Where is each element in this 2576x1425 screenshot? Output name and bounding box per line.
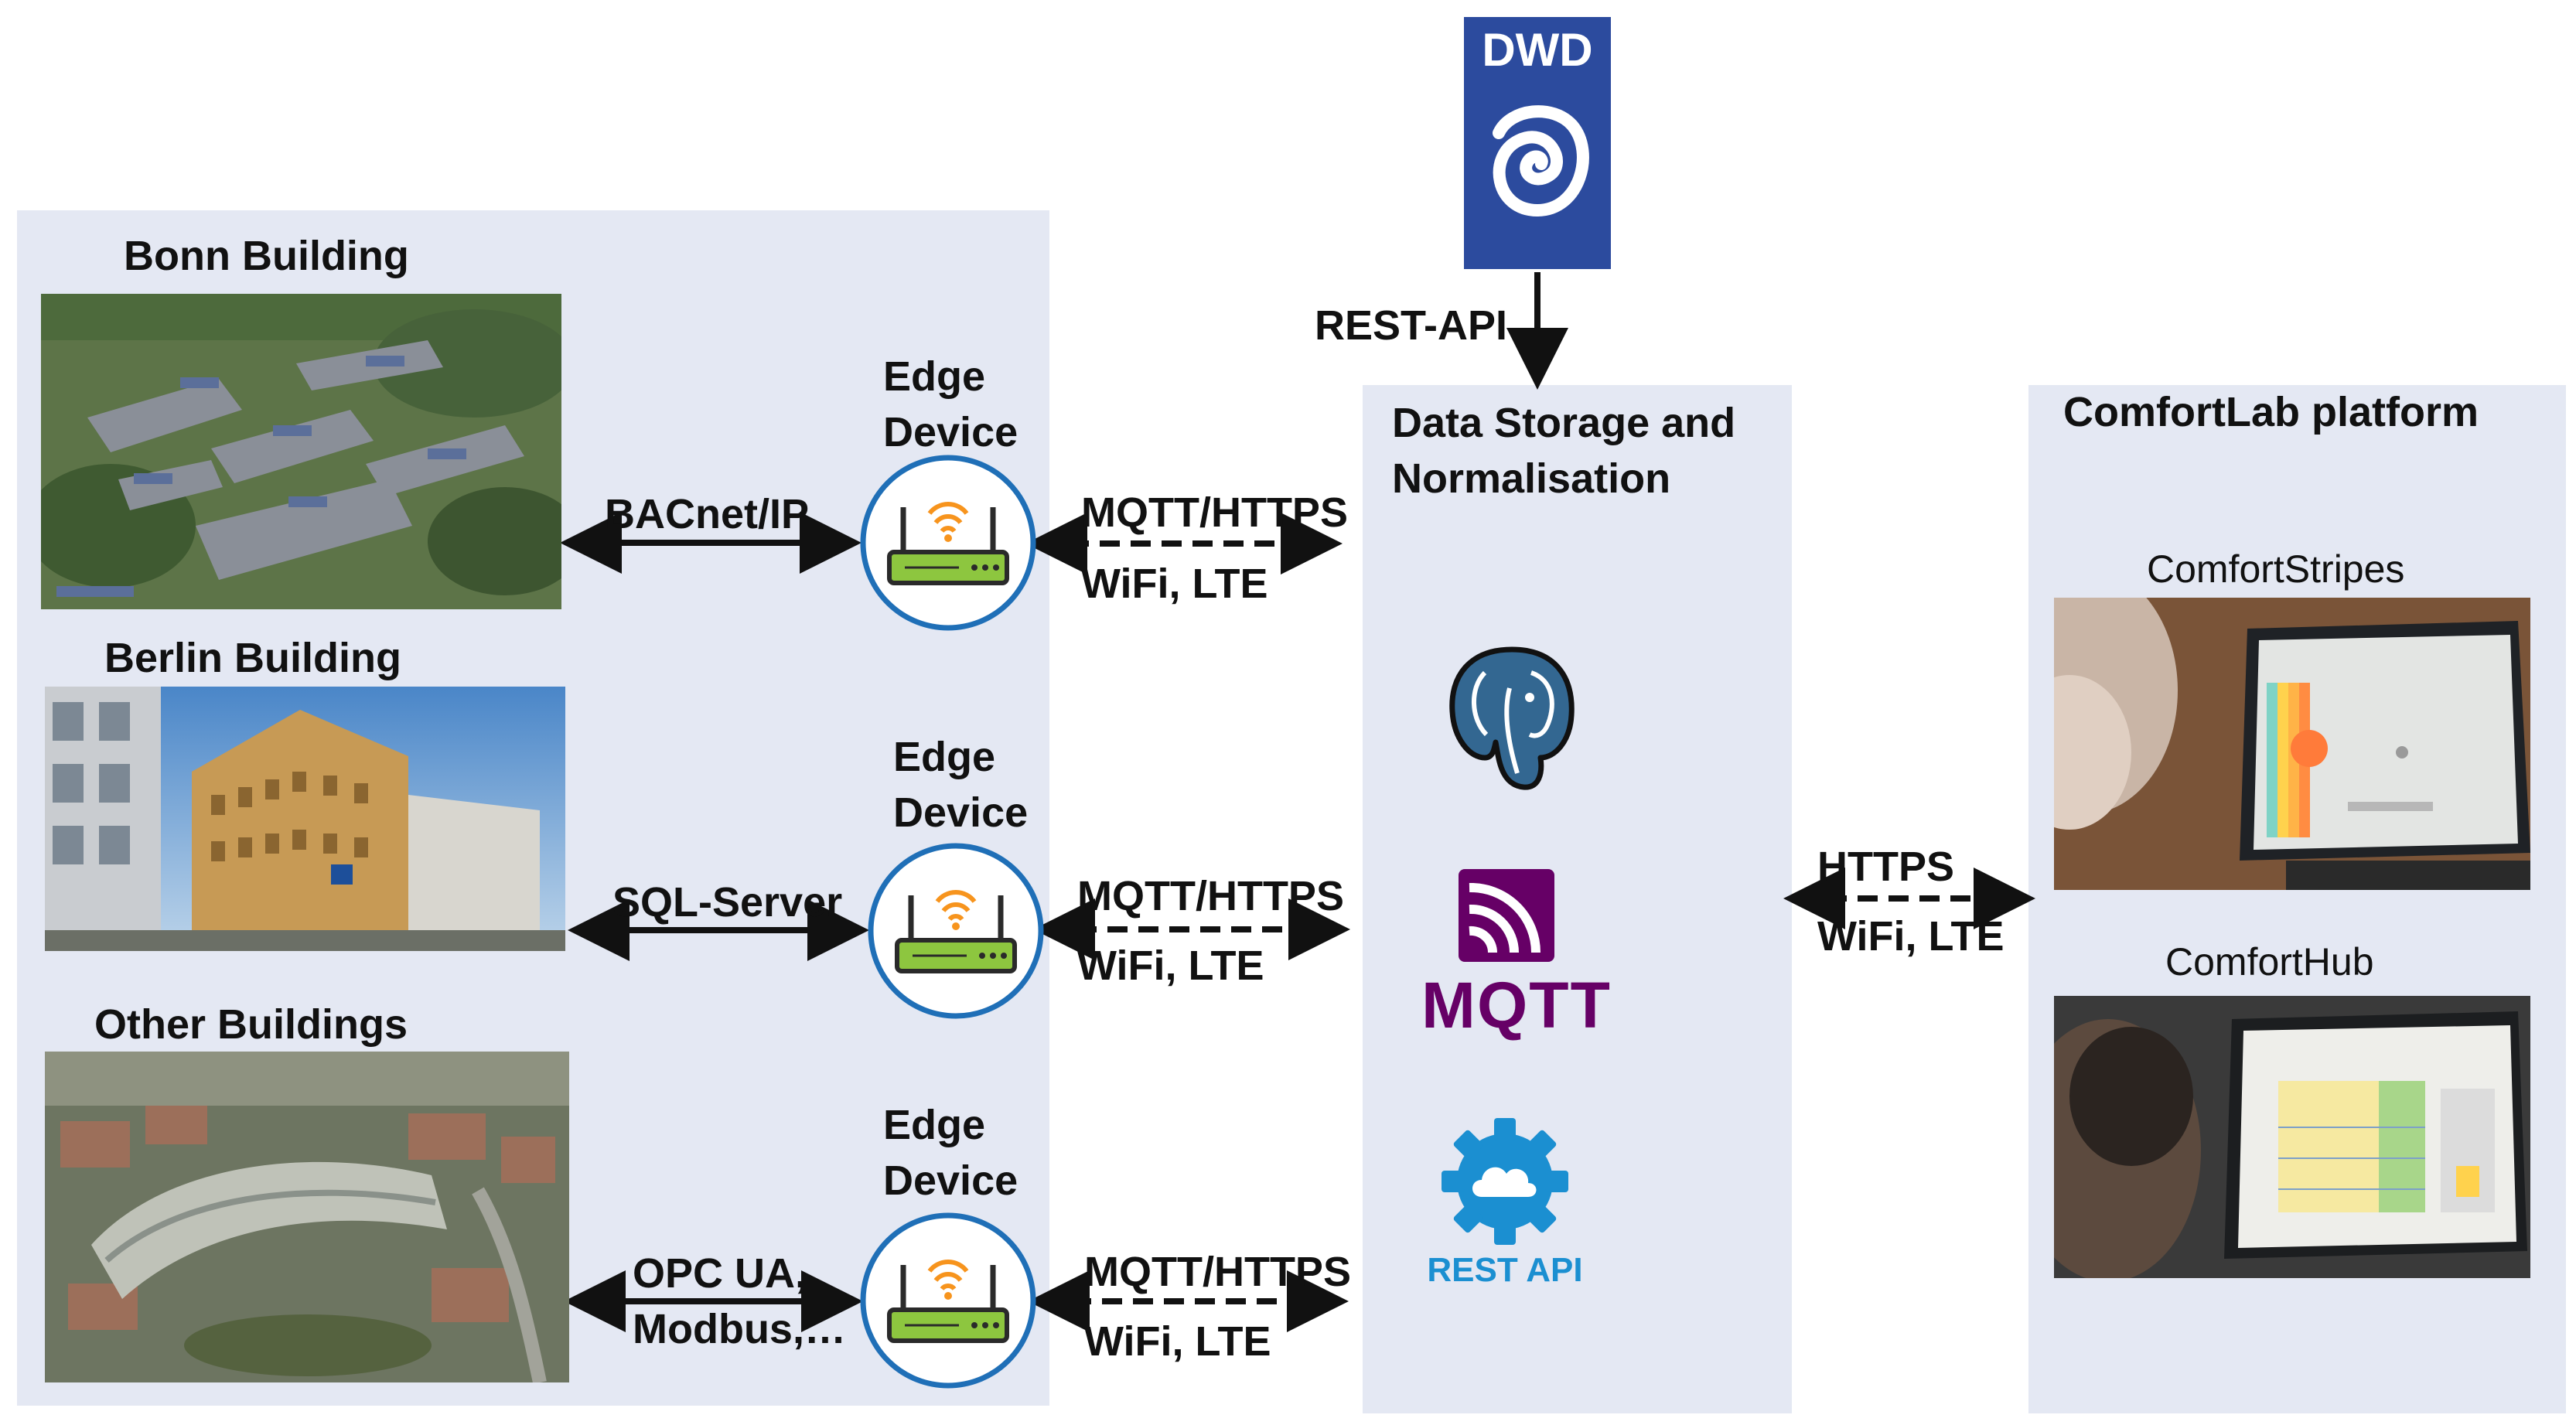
postgresql-elephant-icon xyxy=(1438,642,1585,796)
berlin-building-title: Berlin Building xyxy=(104,635,401,681)
comfortstripes-screenshot xyxy=(2054,598,2530,890)
comforthub-screenshot xyxy=(2054,996,2530,1278)
bonn-building-title: Bonn Building xyxy=(124,233,409,279)
edge2-link-label-line2: WiFi, LTE xyxy=(1077,943,1264,989)
other-protocol-label-line2: Modbus,… xyxy=(633,1306,846,1352)
other-protocol-label-line1: OPC UA, xyxy=(633,1250,807,1297)
platform-link-label-line2: WiFi, LTE xyxy=(1817,913,2005,960)
bonn-protocol-label: BACnet/IP xyxy=(605,491,810,537)
comfortstripes-label: ComfortStripes xyxy=(2147,547,2405,591)
platform-link-label-line1: HTTPS xyxy=(1817,844,1955,890)
storage-title-line1: Data Storage and xyxy=(1392,400,1736,446)
platform-title: ComfortLab platform xyxy=(2063,389,2479,435)
edge-device-2-label-line1: Edge xyxy=(893,734,996,780)
berlin-building-photo xyxy=(45,687,565,951)
rest-api-label: REST-API xyxy=(1315,302,1508,349)
edge-device-2-router-icon xyxy=(866,841,1046,1021)
rest-api-logo: REST API xyxy=(1420,1118,1590,1296)
mqtt-logo: MQTT xyxy=(1421,869,1610,1041)
edge-device-3-label-line1: Edge xyxy=(883,1102,986,1148)
comforthub-label: ComfortHub xyxy=(2165,940,2374,984)
edge2-link-label-line1: MQTT/HTTPS xyxy=(1077,873,1344,919)
other-buildings-title: Other Buildings xyxy=(94,1001,408,1048)
storage-title-line2: Normalisation xyxy=(1392,455,1671,502)
rest-api-logo-text: REST API xyxy=(1427,1251,1583,1289)
edge-device-1-label-line1: Edge xyxy=(883,353,986,400)
dwd-logo-text: DWD xyxy=(1482,24,1593,76)
edge3-link-label-line2: WiFi, LTE xyxy=(1084,1318,1271,1365)
mqtt-logo-text: MQTT xyxy=(1421,969,1612,1041)
dwd-logo: DWD xyxy=(1464,17,1611,269)
berlin-protocol-label: SQL-Server xyxy=(612,879,843,926)
other-buildings-photo xyxy=(45,1052,569,1382)
edge-device-1-label-line2: Device xyxy=(883,409,1018,455)
edge1-link-label-line1: MQTT/HTTPS xyxy=(1081,489,1348,536)
edge-device-2-label-line2: Device xyxy=(893,789,1029,836)
data-storage-panel xyxy=(1363,385,1792,1413)
edge-device-1-router-icon xyxy=(858,453,1038,632)
edge1-link-label-line2: WiFi, LTE xyxy=(1081,561,1268,607)
edge-device-3-label-line2: Device xyxy=(883,1157,1018,1204)
edge-device-3-router-icon xyxy=(858,1211,1038,1390)
edge3-link-label-line1: MQTT/HTTPS xyxy=(1084,1249,1351,1295)
bonn-building-photo xyxy=(41,294,561,609)
